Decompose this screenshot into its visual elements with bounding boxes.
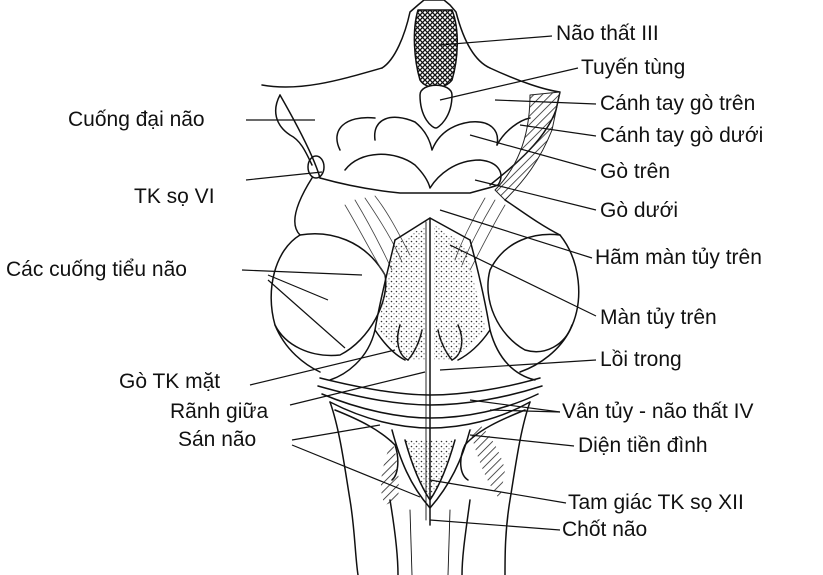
label-cerebral-peduncle: Cuống đại não xyxy=(68,108,205,132)
label-taenia: Sán não xyxy=(178,428,256,452)
label-facial-colliculus: Gò TK mặt xyxy=(119,370,220,394)
colliculus-arm-shading xyxy=(495,92,560,200)
pons-outline-left xyxy=(271,178,320,372)
pons-outline-right xyxy=(505,200,579,372)
label-inf-colliculus: Gò dưới xyxy=(600,199,678,223)
label-frenulum: Hãm màn tủy trên xyxy=(595,246,762,270)
left-peduncle-cut xyxy=(275,234,386,356)
superior-medullary-velum xyxy=(395,218,470,240)
label-cerebellar-peduncles: Các cuống tiểu não xyxy=(6,258,187,282)
pineal-gland-shape xyxy=(420,85,452,128)
label-median-sulcus: Rãnh giữa xyxy=(170,400,268,424)
label-pineal-gland: Tuyến tùng xyxy=(581,56,685,80)
label-sup-colliculus-arm: Cánh tay gò trên xyxy=(600,92,755,116)
inferior-colliculi xyxy=(345,154,501,188)
right-peduncle-cut xyxy=(488,234,572,351)
label-abducens-nerve: TK sọ VI xyxy=(134,185,215,209)
label-striae-medullares: Vân tủy - não thất IV xyxy=(562,400,753,424)
label-obex: Chốt não xyxy=(562,518,647,542)
label-vestibular-area: Diện tiền đình xyxy=(578,434,708,458)
label-inf-colliculus-arm: Cánh tay gò dưới xyxy=(600,124,763,148)
label-medial-eminence: Lồi trong xyxy=(600,348,682,372)
label-sup-colliculus: Gò trên xyxy=(600,160,670,184)
third-ventricle-fill xyxy=(414,10,457,88)
rhomboid-fossa xyxy=(330,240,535,380)
label-hypoglossal-trigone: Tam giác TK sọ XII xyxy=(568,491,744,515)
label-third-ventricle: Não thất III xyxy=(556,22,659,46)
label-sup-medullary-velum: Màn tủy trên xyxy=(600,306,717,330)
